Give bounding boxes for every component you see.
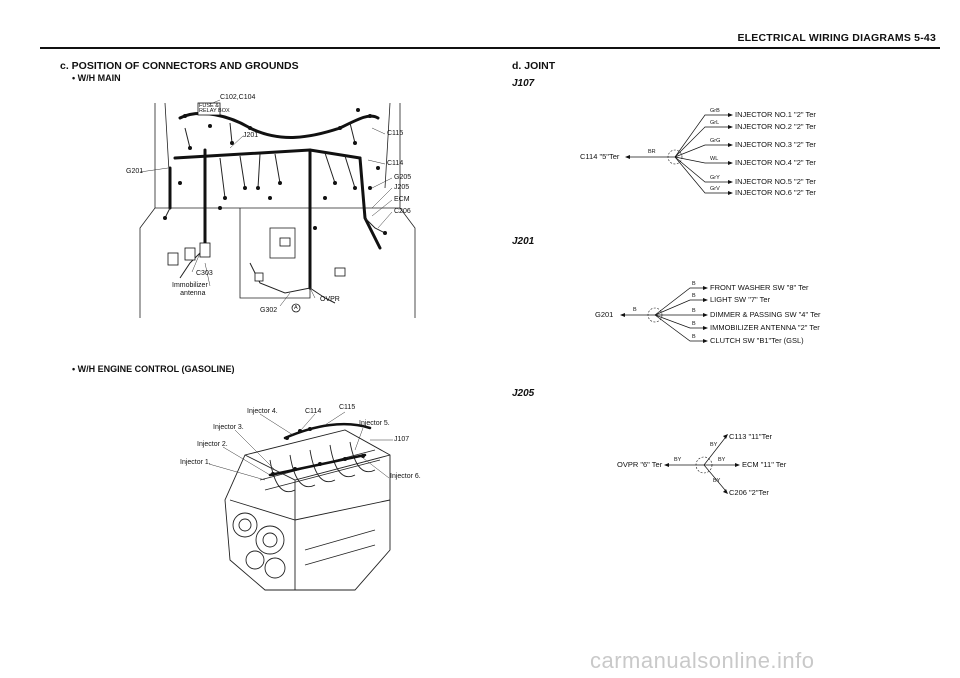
label-injector-5: Injector 5.: [359, 420, 390, 427]
engine-drawing: [208, 411, 393, 591]
label-j205: J205: [394, 184, 410, 191]
label-g205: G205: [394, 174, 412, 181]
j205-target-3: C206 "2"Ter: [729, 488, 769, 497]
j107-target-5: INJECTOR NO.5 "2" Ter: [735, 177, 816, 186]
j205-wire-3: BY: [713, 478, 721, 484]
label-injector-4: Injector 4.: [247, 408, 278, 415]
engine-control-diagram: Injector 4. C114 C115 Injector 3. Inject…: [175, 400, 435, 600]
page-header-title: ELECTRICAL WIRING DIAGRAMS 5-43: [737, 32, 936, 44]
joint-title-j201: J201: [512, 236, 535, 247]
label-g302: G302: [260, 307, 278, 314]
j107-target-1: INJECTOR NO.1 "2" Ter: [735, 110, 816, 119]
j205-target-1: C113 "11"Ter: [729, 432, 772, 441]
j107-target-4: INJECTOR NO.4 "2" Ter: [735, 158, 816, 167]
joint-title-j205: J205: [512, 388, 535, 399]
label-engine-c115: C115: [339, 404, 356, 411]
j205-source-wire: BY: [674, 457, 682, 463]
joint-j201-diagram: G201 B B B B B B FRONT WASHER SW "8" Ter…: [595, 280, 835, 350]
subheading-engine-control: • W/H ENGINE CONTROL (GASOLINE): [72, 364, 235, 374]
label-j107: J107: [394, 436, 410, 443]
j201-wire-2: B: [692, 293, 696, 299]
joint-j205-diagram: OVPR "6" Ter BY BY BY BY C113 "11"Ter EC…: [617, 428, 817, 500]
j205-source: OVPR "6" Ter: [617, 460, 663, 469]
j201-target-5: CLUTCH SW "B1"Ter (GSL): [710, 336, 804, 345]
j201-wire-5: B: [692, 334, 696, 340]
wh-main-drawing: [139, 99, 416, 318]
j107-wire-2: GrL: [710, 120, 720, 126]
label-c115: C115: [387, 130, 404, 137]
joint-title-j107: J107: [512, 78, 535, 89]
joint-j107-diagram: C114 "5"Ter BR GrB GrL GrG WL GrY GrV IN…: [580, 105, 840, 200]
j201-wire-3: B: [692, 308, 696, 314]
j201-target-4: IMMOBILIZER ANTENNA "2" Ter: [710, 323, 820, 332]
watermark: carmanualsonline.info: [590, 648, 815, 673]
j205-target-2: ECM "11" Ter: [742, 460, 787, 469]
subheading-wh-main-text: W/H MAIN: [77, 73, 121, 83]
wh-main-diagram: FUSE &RELAY BOX C102,C104 J201 C115 G201…: [110, 88, 430, 328]
j107-wire-1: GrB: [710, 108, 720, 114]
j107-target-3: INJECTOR NO.3 "2" Ter: [735, 140, 816, 149]
label-j201: J201: [243, 132, 259, 139]
section-title-joint: d. JOINT: [512, 60, 556, 72]
label-c102-c104: C102,C104: [220, 94, 256, 101]
j201-target-1: FRONT WASHER SW "8" Ter: [710, 283, 809, 292]
j107-target-2: INJECTOR NO.2 "2" Ter: [735, 122, 816, 131]
label-c114: C114: [387, 160, 404, 167]
j107-source: C114 "5"Ter: [580, 152, 620, 161]
j201-wiring: [620, 286, 708, 343]
label-ovpr: OVPR: [320, 296, 340, 303]
j107-wire-3: GrG: [710, 138, 721, 144]
j205-wire-2: BY: [718, 457, 726, 463]
label-engine-c114: C114: [305, 408, 322, 415]
j201-target-2: LIGHT SW "7" Ter: [710, 295, 771, 304]
j201-target-3: DIMMER & PASSING SW "4" Ter: [710, 310, 821, 319]
j205-wiring: [664, 434, 740, 494]
fuse-box-label: FUSE &RELAY BOX: [199, 103, 230, 114]
j107-source-wire: BR: [648, 149, 656, 155]
j107-wire-5: GrY: [710, 175, 720, 181]
subheading-engine-control-text: W/H ENGINE CONTROL (GASOLINE): [77, 364, 235, 374]
j201-source: G201: [595, 310, 614, 319]
header-rule: [40, 47, 940, 49]
label-c206: C206: [394, 208, 411, 215]
j107-wire-6: GrV: [710, 186, 720, 192]
j107-wiring: [625, 113, 733, 195]
j201-wire-1: B: [692, 281, 696, 287]
label-injector-1: Injector 1.: [180, 459, 211, 466]
label-c303: C303: [196, 270, 213, 277]
j205-wire-1: BY: [710, 442, 718, 448]
label-injector-2: Injector 2.: [197, 441, 228, 448]
j201-source-wire: B: [633, 307, 637, 313]
label-g201: G201: [126, 168, 144, 175]
j107-target-6: INJECTOR NO.6 "2" Ter: [735, 188, 816, 197]
label-ecm: ECM: [394, 196, 410, 203]
j107-wire-4: WL: [710, 156, 719, 162]
j201-wire-4: B: [692, 321, 696, 327]
label-a-marker: A: [294, 305, 298, 311]
subheading-wh-main: • W/H MAIN: [72, 73, 121, 83]
label-injector-3: Injector 3.: [213, 424, 244, 431]
section-title-position: c. POSITION OF CONNECTORS AND GROUNDS: [60, 60, 299, 72]
label-injector-6: Injector 6.: [390, 473, 421, 480]
label-immobilizer-antenna: Immobilizer antenna: [172, 282, 208, 297]
